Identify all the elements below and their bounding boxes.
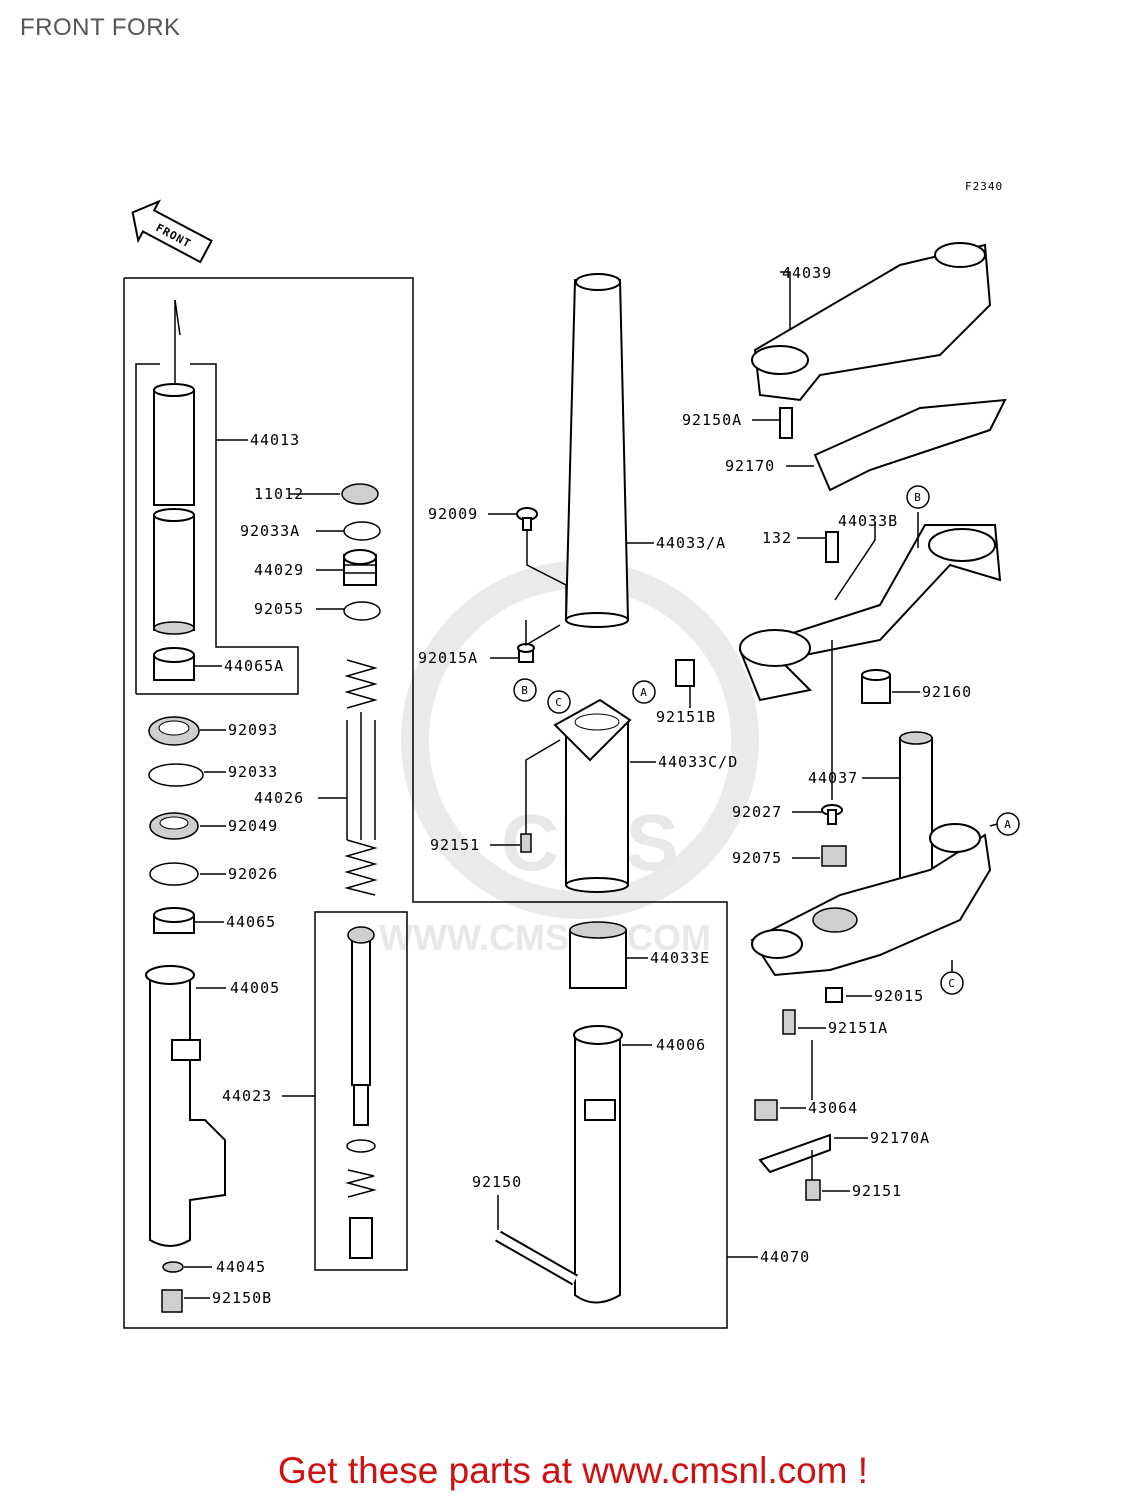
part-label: 44005 bbox=[230, 979, 280, 997]
part-44065A-collar bbox=[153, 647, 195, 681]
part-92151-screw bbox=[520, 833, 532, 853]
part-label: 44045 bbox=[216, 1258, 266, 1276]
part-label: 44006 bbox=[656, 1036, 706, 1054]
part-label: 92151B bbox=[656, 708, 716, 726]
callout-A-right: A bbox=[996, 812, 1020, 836]
part-44005-outer-tube bbox=[145, 965, 226, 1247]
front-arrow: FRONT bbox=[131, 199, 213, 264]
svg-text:A: A bbox=[1004, 818, 1012, 831]
part-label: 11012 bbox=[254, 485, 304, 503]
watermark-url: WWW.CMSNL.COM bbox=[379, 917, 711, 958]
part-label: 44039 bbox=[782, 264, 832, 282]
part-label: 44065A bbox=[224, 657, 284, 675]
part-92027-washer bbox=[821, 804, 843, 825]
part-92093-seal bbox=[148, 716, 200, 746]
part-44033-cover bbox=[564, 273, 630, 628]
part-label: 92049 bbox=[228, 817, 278, 835]
part-label: 44026 bbox=[254, 789, 304, 807]
part-label: 44033B bbox=[838, 512, 898, 530]
part-label: 92026 bbox=[228, 865, 278, 883]
part-92150B-bolt bbox=[161, 1289, 183, 1313]
part-label: 92151 bbox=[852, 1182, 902, 1200]
part-label: 44029 bbox=[254, 561, 304, 579]
callout-A-top: A bbox=[632, 680, 656, 704]
part-label: 44033C/D bbox=[658, 753, 738, 771]
part-44033CD-cover bbox=[553, 698, 632, 893]
part-44033E-ring bbox=[569, 921, 627, 989]
part-label: 92150A bbox=[682, 411, 742, 429]
part-label: 92150B bbox=[212, 1289, 272, 1307]
part-92009-screw bbox=[516, 507, 538, 531]
part-labels: 44013 11012 92033A 44029 92055 44065A 92… bbox=[212, 264, 972, 1307]
part-92160-damper bbox=[861, 669, 891, 704]
svg-text:C: C bbox=[948, 977, 956, 990]
part-92033-clip bbox=[148, 763, 204, 787]
part-label: 92075 bbox=[732, 849, 782, 867]
part-label: 92015 bbox=[874, 987, 924, 1005]
part-92170A-clamp bbox=[758, 1133, 831, 1174]
part-label: 92033 bbox=[228, 763, 278, 781]
part-132-bolt bbox=[825, 531, 839, 563]
svg-text:B: B bbox=[914, 491, 922, 504]
part-label: 44065 bbox=[226, 913, 276, 931]
part-label: 92170A bbox=[870, 1129, 930, 1147]
part-92033A-ring bbox=[343, 521, 381, 541]
part-44039-handle bbox=[751, 242, 992, 402]
part-92055-oring bbox=[343, 601, 381, 621]
figure-code: F2340 bbox=[965, 180, 1003, 193]
part-44013-pipe bbox=[153, 383, 195, 635]
callout-C-right: C bbox=[940, 971, 964, 995]
part-92075-bushing bbox=[821, 845, 847, 867]
part-92151B-bolt bbox=[675, 659, 695, 687]
part-44065-collar bbox=[153, 907, 195, 934]
part-44026-spring bbox=[344, 659, 378, 896]
part-44029-bolt bbox=[343, 549, 377, 586]
part-44033B-bracket bbox=[738, 524, 1002, 702]
part-92150-bolt bbox=[495, 1230, 578, 1286]
part-92150A-bolt bbox=[779, 407, 793, 439]
part-label: 132 bbox=[762, 529, 792, 547]
part-label: 44033/A bbox=[656, 534, 726, 552]
part-11012-cap bbox=[341, 483, 379, 505]
part-92015-nut bbox=[825, 987, 843, 1003]
page-title: FRONT FORK bbox=[20, 14, 181, 41]
svg-text:C: C bbox=[555, 696, 563, 709]
part-92049-seal bbox=[149, 812, 199, 840]
part-label: 92151A bbox=[828, 1019, 888, 1037]
part-label: 92027 bbox=[732, 803, 782, 821]
part-92170-bracket bbox=[813, 398, 1007, 492]
part-44023-damper-rod bbox=[345, 926, 377, 1259]
part-label: 92009 bbox=[428, 505, 478, 523]
callout-B-right: B bbox=[906, 485, 930, 509]
part-44037-stem bbox=[750, 731, 992, 977]
part-92151A-bolt bbox=[782, 1009, 796, 1035]
part-label: 44033E bbox=[650, 949, 710, 967]
svg-text:A: A bbox=[640, 686, 648, 699]
part-label: 92093 bbox=[228, 721, 278, 739]
part-44006-outer-tube bbox=[573, 1025, 623, 1304]
part-92151-screw-right bbox=[805, 1179, 821, 1201]
part-label: 92015A bbox=[418, 649, 478, 667]
part-label: 92150 bbox=[472, 1173, 522, 1191]
part-92026-washer bbox=[149, 862, 199, 886]
part-label: 92033A bbox=[240, 522, 300, 540]
part-label: 44023 bbox=[222, 1087, 272, 1105]
callout-B-left: B bbox=[513, 678, 537, 702]
callout-C-left: C bbox=[547, 690, 571, 714]
part-label: 44037 bbox=[808, 769, 858, 787]
assembly-frame bbox=[123, 277, 728, 1329]
svg-text:B: B bbox=[521, 684, 529, 697]
part-label: 92055 bbox=[254, 600, 304, 618]
part-label: 92170 bbox=[725, 457, 775, 475]
footer-cta[interactable]: Get these parts at www.cmsnl.com ! bbox=[277, 1450, 869, 1491]
part-43064-damper bbox=[754, 1099, 778, 1121]
part-label: 92151 bbox=[430, 836, 480, 854]
part-label: 44070 bbox=[760, 1248, 810, 1266]
part-44045-washer bbox=[162, 1261, 184, 1273]
part-label: 44013 bbox=[250, 431, 300, 449]
part-92015A-bolt bbox=[517, 643, 535, 663]
part-label: 92160 bbox=[922, 683, 972, 701]
part-label: 43064 bbox=[808, 1099, 858, 1117]
